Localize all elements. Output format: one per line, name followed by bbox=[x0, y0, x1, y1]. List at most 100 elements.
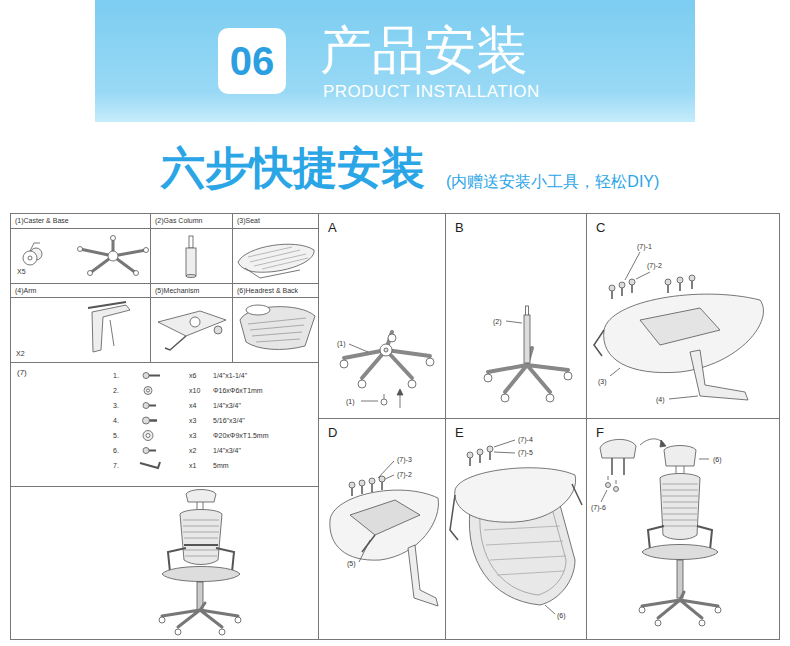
hardware-icons bbox=[144, 387, 152, 395]
step-e-figure bbox=[480, 512, 566, 595]
step-a-figure bbox=[344, 332, 430, 378]
step-d-figure bbox=[379, 476, 385, 482]
node-title: C bbox=[596, 221, 605, 236]
item-number: 7. bbox=[112, 462, 120, 469]
seat-icon bbox=[238, 244, 314, 272]
hardware-icons bbox=[143, 403, 149, 409]
arm-icon bbox=[92, 305, 130, 352]
step-a-figure bbox=[349, 344, 368, 352]
chair-figure bbox=[184, 544, 218, 546]
chair-figure bbox=[219, 629, 225, 635]
size-spec: Φ16xΦ6xT1mm bbox=[212, 387, 264, 394]
callout-number: (4) bbox=[655, 396, 666, 403]
step-d-figure bbox=[359, 480, 365, 486]
step-f-figure bbox=[660, 440, 666, 447]
callout-number: (7)-3 bbox=[396, 456, 413, 463]
step-e-figure bbox=[467, 452, 473, 458]
grid-lines bbox=[11, 487, 319, 640]
step-f-figure bbox=[699, 620, 705, 626]
step-d-figure bbox=[408, 545, 438, 606]
step-a-figure bbox=[384, 348, 388, 352]
step-c-figure bbox=[640, 308, 720, 345]
node-title: (3)Seat bbox=[237, 217, 260, 225]
quantity: x3 bbox=[188, 432, 197, 439]
hardware-icons bbox=[140, 462, 160, 468]
gas-column-icon bbox=[186, 236, 196, 278]
caster-icon bbox=[30, 243, 40, 251]
step-e-figure bbox=[470, 452, 490, 466]
caster-icon bbox=[23, 243, 42, 265]
step-f-figure bbox=[655, 620, 661, 626]
step-panel: D bbox=[318, 418, 446, 640]
step-b-figure bbox=[484, 374, 492, 382]
item-number: 2. bbox=[112, 387, 120, 394]
quantity: x6 bbox=[188, 372, 197, 379]
callout-number: (7)-4 bbox=[517, 436, 534, 443]
chair-figure bbox=[180, 510, 222, 565]
step-c-figure bbox=[609, 285, 615, 291]
backrest-icon bbox=[248, 318, 306, 342]
size-spec: 5mm bbox=[212, 462, 230, 469]
section-badge: 06 bbox=[218, 28, 286, 94]
chair-figure bbox=[186, 490, 216, 503]
step-a-figure bbox=[408, 380, 416, 388]
hardware-icons bbox=[147, 389, 150, 392]
step-c-figure bbox=[629, 279, 635, 285]
item-number: 4. bbox=[112, 417, 120, 424]
step-c-figure bbox=[619, 282, 625, 288]
section-subtitle: 六步快捷安装 bbox=[160, 146, 426, 190]
hardware-icons bbox=[150, 419, 158, 422]
step-b-figure bbox=[501, 394, 509, 402]
caster-icon bbox=[23, 251, 37, 265]
callout-number: (7)-5 bbox=[517, 449, 534, 456]
callout-number: (7)-2 bbox=[396, 471, 413, 478]
step-a-figure bbox=[358, 380, 366, 388]
chair-figure bbox=[159, 490, 241, 636]
node-title: (4)Arm bbox=[15, 287, 36, 295]
step-d-figure bbox=[349, 482, 355, 488]
step-d-figure bbox=[349, 476, 385, 488]
step-a-figure bbox=[384, 394, 385, 399]
header-band: 产品安装PRODUCT INSTALLATION06 bbox=[95, 0, 695, 122]
hardware-icons bbox=[149, 450, 156, 452]
step-f-figure bbox=[600, 439, 721, 626]
quantity-mark: X2 bbox=[15, 350, 26, 357]
step-e-figure bbox=[545, 605, 555, 614]
step-f-figure bbox=[660, 474, 700, 540]
node-title: B bbox=[455, 221, 464, 236]
node-title: A bbox=[328, 221, 337, 236]
part-cell: (3)Seat bbox=[232, 213, 319, 284]
base-icon bbox=[78, 236, 149, 276]
step-b-figure bbox=[524, 315, 530, 363]
chair-figure bbox=[183, 520, 219, 556]
size-spec: 1/4"x3/4" bbox=[212, 447, 242, 454]
hardware-icons bbox=[149, 375, 160, 377]
step-a-figure bbox=[388, 334, 396, 342]
step-e-figure bbox=[494, 440, 515, 453]
step-a-figure bbox=[381, 399, 387, 405]
part-cell: (2)Gas Column bbox=[150, 213, 233, 284]
step-c-figure bbox=[594, 330, 604, 356]
part-cell: (1)Caster & Base bbox=[10, 213, 151, 284]
step-c-figure bbox=[690, 350, 748, 400]
step-f-figure bbox=[715, 607, 721, 613]
subtitle-note: (内赠送安装小工具，轻松DIY) bbox=[445, 174, 660, 190]
step-d-figure bbox=[378, 461, 394, 479]
callout-number: (1) bbox=[336, 340, 347, 347]
base-icon bbox=[111, 236, 116, 241]
quantity: x1 bbox=[188, 462, 197, 469]
node-title: 06 bbox=[230, 41, 275, 81]
quantity: x2 bbox=[188, 447, 197, 454]
step-d-figure bbox=[369, 478, 375, 484]
step-b-figure bbox=[546, 394, 554, 402]
node-title: (5)Mechanism bbox=[155, 287, 199, 295]
size-spec: Φ20xΦ9xT1.5mm bbox=[212, 432, 270, 439]
node-title: (1)Caster & Base bbox=[15, 217, 69, 225]
step-panel: C bbox=[586, 213, 780, 419]
callout-number: (7)-6 bbox=[590, 504, 607, 511]
step-e-figure bbox=[484, 526, 566, 575]
gas-column-icon bbox=[186, 275, 196, 278]
step-f-figure bbox=[601, 490, 607, 502]
step-f-figure bbox=[699, 459, 709, 460]
